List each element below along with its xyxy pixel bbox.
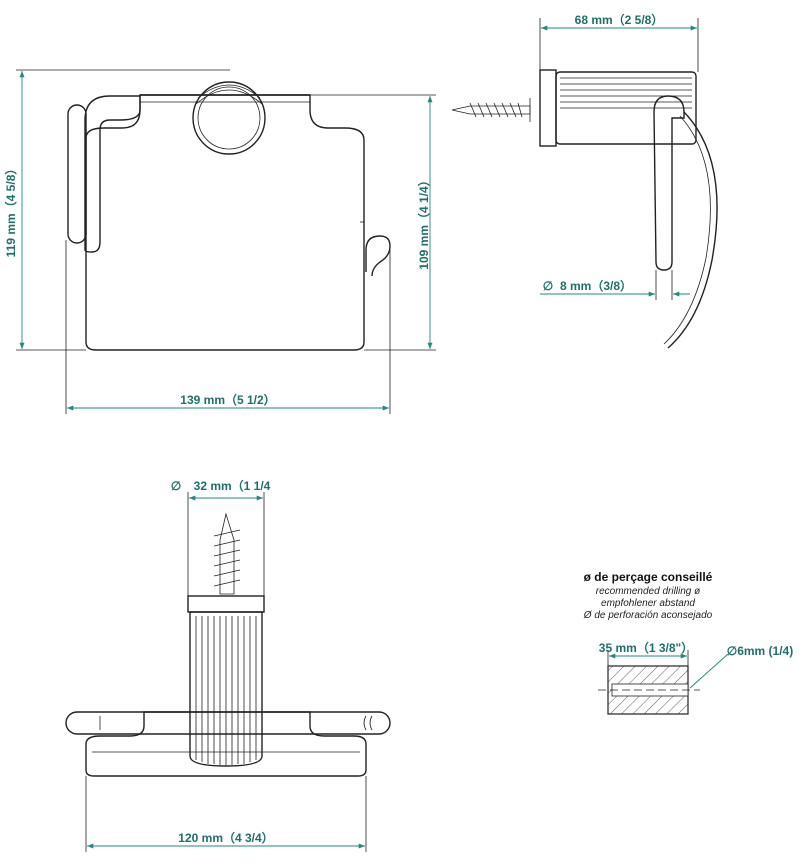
- top-bar: [65, 711, 391, 735]
- depth-label: 68 mm（2 5/8）: [575, 12, 664, 27]
- height-label: 119 mm（4 5/8）: [3, 163, 18, 258]
- side-view: [451, 69, 718, 349]
- drill-depth-label: 35 mm（1 3/8"）: [599, 640, 693, 655]
- top-screw: [219, 512, 235, 595]
- width-label: 139 mm（5 1/2）: [180, 392, 275, 407]
- drilling-line-de: empfohlener abstand: [601, 598, 695, 609]
- top-dimensions: ∅ 32 mm（1 1/4 120 mm（4 3/4）: [85, 478, 367, 852]
- drilling-detail: ø de perçage conseillé recommended drill…: [583, 570, 793, 715]
- front-bar-end: [67, 104, 87, 244]
- top-width-label: 120 mm（4 3/4）: [178, 830, 273, 845]
- side-diameter-label: 8 mm（3/8）: [560, 278, 632, 293]
- front-view: [67, 81, 391, 351]
- side-lid-curve: [667, 111, 718, 349]
- drilling-title: ø de perçage conseillé: [584, 570, 713, 584]
- side-dimensions: 68 mm（2 5/8） ∅ 8 mm（3/8）: [539, 12, 699, 300]
- side-diameter-symbol: ∅: [543, 279, 553, 293]
- drilling-line-es: Ø de perforación aconsejado: [583, 610, 713, 621]
- front-knob: [192, 81, 266, 155]
- top-base: [187, 595, 265, 613]
- front-bar: [84, 95, 141, 253]
- front-pin: [365, 235, 391, 277]
- top-diameter-symbol: ∅: [171, 479, 181, 493]
- top-cylinder: [189, 611, 263, 767]
- top-view: [65, 512, 391, 777]
- side-cylinder: [555, 71, 697, 145]
- inner-height-label: 109 mm（4 1/4）: [416, 174, 431, 269]
- side-screw: [451, 105, 531, 115]
- side-arm: [653, 95, 685, 271]
- top-diameter-label: 32 mm（1 1/4: [194, 478, 271, 493]
- front-lid: [85, 94, 365, 351]
- drilling-line-en: recommended drilling ø: [596, 586, 701, 597]
- front-dimensions: 119 mm（4 5/8） 109 mm（4 1/4） 139 mm（5 1/2…: [3, 69, 436, 414]
- side-base: [539, 69, 557, 147]
- drill-diameter-label: ∅6mm (1/4): [727, 644, 793, 658]
- top-lid: [85, 711, 367, 777]
